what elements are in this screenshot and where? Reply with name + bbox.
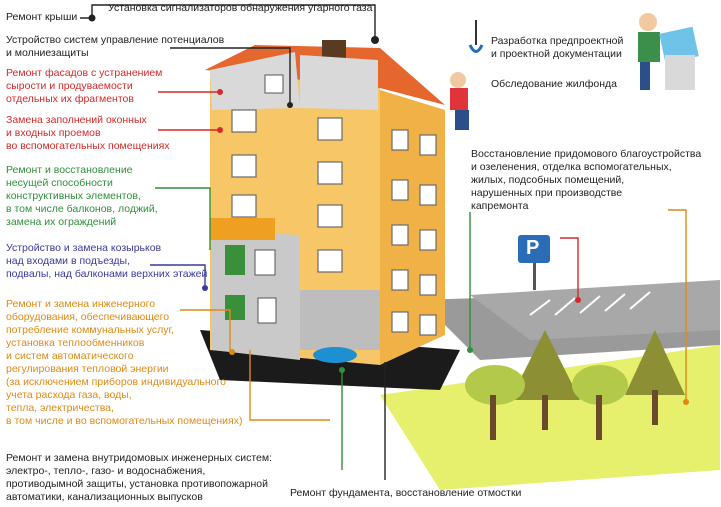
label-co-alarm: Установка сигнализаторов обнаружения уга…	[108, 2, 373, 14]
parking-sign	[518, 235, 550, 263]
pipe	[313, 347, 357, 363]
label-foundation: Ремонт фундамента, восстановление отмост…	[290, 487, 522, 499]
label-internal-systems: Ремонт и замена внутридомовых инженерных…	[6, 452, 273, 503]
label-yard: Восстановление придомового благоустройст…	[471, 148, 702, 212]
label-structures: Ремонт и восстановление несущей способно…	[6, 164, 158, 228]
label-facade: Ремонт фасадов с устранением сырости и п…	[6, 67, 163, 105]
label-roof-repair: Ремонт крыши	[6, 11, 78, 23]
chimney	[322, 40, 346, 60]
label-potential-control: Устройство систем управление потенциалов…	[6, 34, 225, 59]
building-side	[380, 90, 445, 365]
worker-figure	[638, 13, 699, 90]
label-engineering: Ремонт и замена инженерного оборудования…	[6, 298, 243, 427]
label-project-docs: Разработка предпроектной и проектной док…	[491, 35, 624, 60]
label-windows: Замена заполнений оконных и входных прое…	[6, 114, 170, 152]
windows	[231, 109, 437, 336]
parking-sign-letter: P	[526, 237, 540, 259]
label-survey: Обследование жилфонда	[491, 78, 617, 90]
label-canopies: Устройство и замена козырьков над входам…	[6, 242, 208, 280]
trees	[465, 330, 685, 440]
balcony	[210, 218, 275, 240]
parking-lot	[470, 280, 720, 340]
climber-figure	[450, 20, 484, 130]
